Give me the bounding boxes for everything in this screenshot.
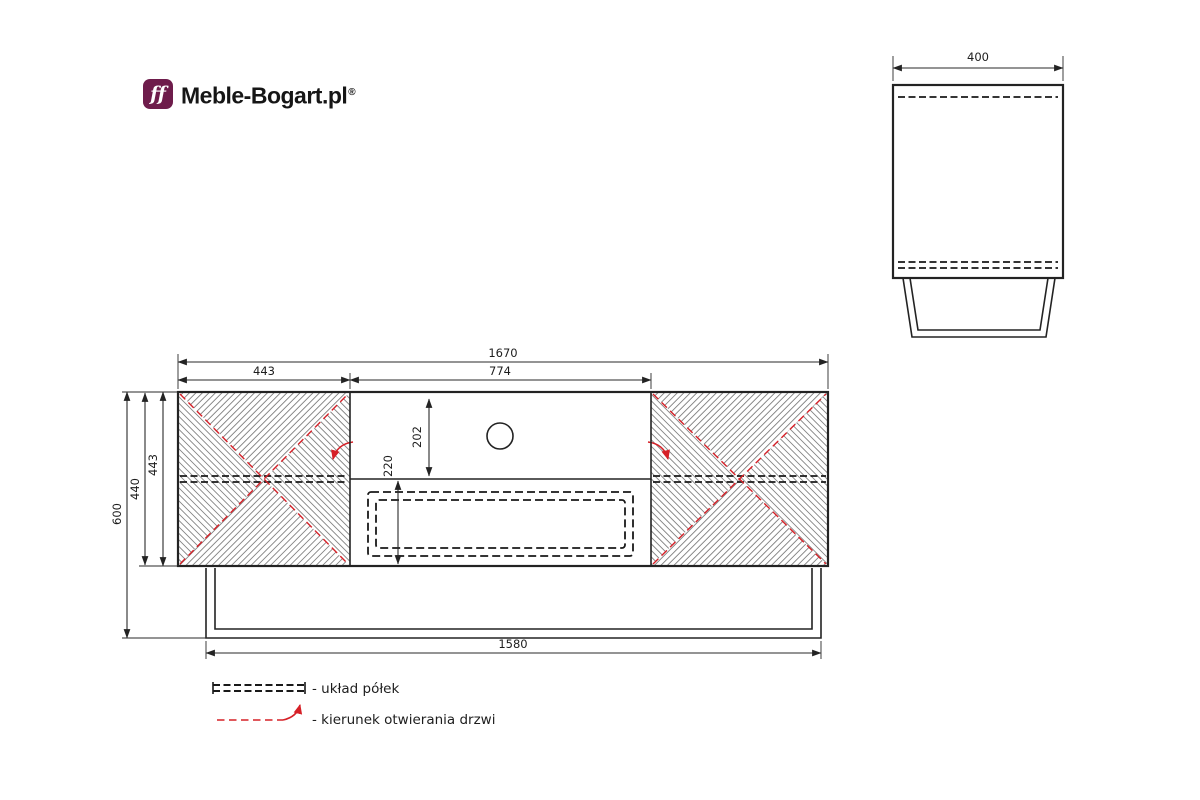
door-hatch-right	[264, 392, 350, 566]
brand-logo-icon: ﬀ	[143, 79, 173, 110]
legend-door-label: - kierunek otwierania drzwi	[312, 712, 495, 728]
door-hatch-bottom	[651, 479, 828, 566]
legend-door-arrow-icon	[282, 703, 303, 721]
dim-front-height: 440	[128, 392, 149, 566]
dim-label-left-door-width: 443	[253, 364, 275, 378]
middle-section	[349, 392, 652, 566]
dim-depth: 400	[892, 50, 1064, 81]
side-base-frame-outer	[902, 277, 1056, 338]
dim-middle-width: 774	[349, 364, 652, 389]
front-view: 1670 443 774	[110, 346, 830, 659]
door-hatch-top	[651, 392, 828, 479]
dim-label-niche-height: 202	[410, 426, 424, 448]
side-base-frame-inner	[909, 277, 1049, 331]
drawer-dashed-outline-inner	[375, 499, 626, 549]
side-view: 400	[891, 50, 1065, 338]
dim-drawer-front-height: 220	[381, 455, 402, 565]
door-hatch-right	[739, 392, 828, 566]
side-body-outline	[891, 83, 1065, 280]
cable-hole	[486, 422, 514, 450]
door-hatch-top	[178, 392, 350, 479]
dim-left-door-width: 443	[177, 364, 351, 389]
dim-niche-height: 202	[410, 398, 433, 477]
dim-label-drawer-front-height: 220	[381, 455, 395, 477]
corpus-outline	[176, 390, 830, 568]
brand-logo: ﬀ Meble-Bogart.pl®	[143, 78, 356, 111]
dim-label-base-width: 1580	[498, 637, 527, 651]
dim-label-total-height: 600	[110, 503, 124, 525]
dim-label-corpus-height: 443	[146, 454, 160, 476]
brand-name: Meble-Bogart.pl®	[181, 78, 356, 111]
dim-label-total-width: 1670	[488, 346, 517, 360]
drawer-dashed-outline	[367, 491, 634, 557]
door-hatch-left	[651, 392, 740, 566]
dim-label-middle-width: 774	[489, 364, 511, 378]
door-swing-line	[179, 393, 349, 565]
dim-base-width: 1580	[205, 637, 822, 659]
dim-total-height: 600	[110, 391, 208, 639]
base-frame-outer	[205, 568, 822, 639]
base-frame-front	[205, 568, 822, 639]
base-frame-inner	[214, 568, 813, 630]
left-door	[178, 392, 354, 566]
brand-monogram: ﬀ	[150, 82, 166, 105]
brand-name-text: Meble-Bogart.pl	[181, 82, 348, 109]
legend-shelf-label: - układ półek	[312, 681, 399, 697]
door-hatch-left	[178, 392, 264, 566]
legend-door-symbol	[217, 703, 303, 721]
door-swing-line	[179, 393, 349, 565]
dim-label-depth: 400	[967, 50, 989, 64]
door-swing-line	[652, 393, 827, 565]
legend-shelf-symbol	[212, 682, 306, 694]
legend: - układ półek - kierunek otwierania drzw…	[212, 681, 495, 728]
registered-mark-icon: ®	[348, 87, 356, 98]
dim-label-front-height: 440	[128, 478, 142, 500]
door-hatch-bottom	[178, 479, 350, 566]
dim-corpus-height: 443	[139, 391, 178, 567]
right-door	[647, 392, 828, 566]
